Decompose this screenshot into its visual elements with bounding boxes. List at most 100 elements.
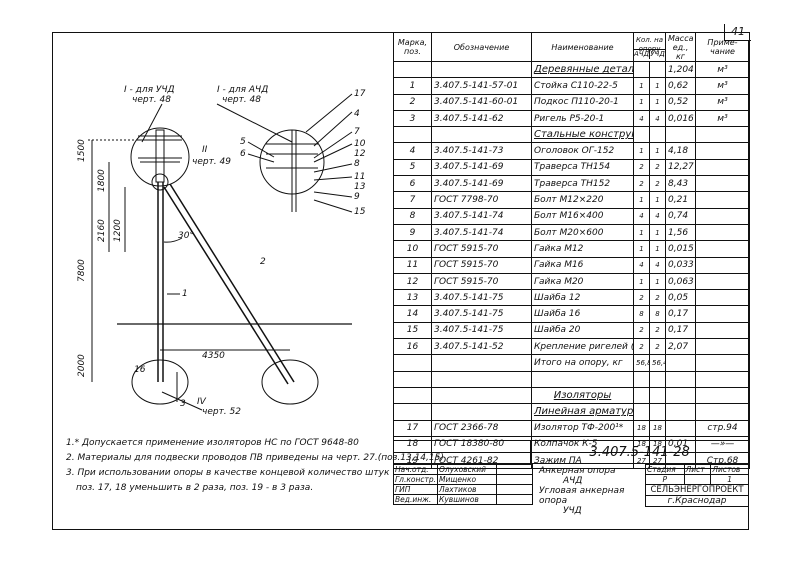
cell-code: 3.407.5-141-74 xyxy=(431,223,532,242)
cell-name: Шайба 16 xyxy=(531,305,634,323)
cell-mass xyxy=(665,403,696,421)
section-title: Линейная арматура xyxy=(531,403,634,421)
cell-name: Оголовок ОГ-152 xyxy=(531,142,634,160)
cell-mass xyxy=(665,386,696,405)
cell-code: 3.407.5-141-75 xyxy=(431,305,532,323)
header-note: Приме-чание xyxy=(695,32,750,62)
pos-13: 13 xyxy=(354,182,366,192)
pole-drawing: I - для УЧД черт. 48 I - для АЧД черт. 4… xyxy=(77,85,366,417)
title-line-3: Угловая анкерная опора xyxy=(539,486,625,506)
cell-qty-achd: 2 xyxy=(633,289,650,307)
cell-pos: 5 xyxy=(393,158,432,177)
cell-qty-uchd: 4 xyxy=(649,109,666,128)
sheets-value: 1 xyxy=(710,474,749,485)
cell-qty-achd: 2 xyxy=(633,175,650,193)
cell-mass: 1,204 xyxy=(665,60,696,79)
role-name: Олуховский xyxy=(437,464,498,475)
cell-pos: 17 xyxy=(393,419,432,437)
cell-mass: 0,74 xyxy=(665,207,696,225)
cell-qty-achd: 4 xyxy=(633,207,650,225)
role-title: ГИП xyxy=(392,484,439,495)
cell-note xyxy=(695,142,750,160)
cell-pos: 4 xyxy=(393,142,432,160)
title-line-4: УЧД xyxy=(563,506,582,516)
pos-8: 8 xyxy=(354,159,360,169)
doc-code: 3.407.5-141-28 xyxy=(530,440,749,464)
cell-mass: 0,62 xyxy=(665,77,696,95)
cell-qty-uchd: 1 xyxy=(649,223,666,242)
dim-1500: 1500 xyxy=(77,139,87,162)
cell-note: м³ xyxy=(695,60,750,79)
cell-qty-achd: 1 xyxy=(633,93,650,111)
cell-code: ГОСТ 5915-70 xyxy=(431,256,532,274)
cell-code: 3.407.5-141-75 xyxy=(431,321,532,340)
cell-note xyxy=(695,126,750,144)
cell-code: ГОСТ 7798-70 xyxy=(431,191,532,209)
cell-name: Болт М20×600 xyxy=(531,223,634,242)
cell-note xyxy=(695,354,750,372)
cell-code: 3.407.5-141-62 xyxy=(431,109,532,128)
title-line-1: Анкерная опора xyxy=(539,466,616,476)
cell-name: Шайба 20 xyxy=(531,321,634,340)
pos-3: 3 xyxy=(180,399,186,409)
pos-17: 17 xyxy=(354,89,366,99)
cell-pos: 14 xyxy=(393,305,432,323)
cell-code xyxy=(431,354,532,372)
cell-mass: 0,52 xyxy=(665,93,696,111)
dim-1800: 1800 xyxy=(97,169,107,192)
pos-11: 11 xyxy=(354,172,365,182)
cell-qty-uchd: 2 xyxy=(649,321,666,340)
pos-6: 6 xyxy=(240,149,246,159)
cell-qty-achd: 1 xyxy=(633,77,650,95)
pos-10: 10 xyxy=(354,139,366,149)
cell-note xyxy=(695,289,750,307)
cell-qty-uchd: 4 xyxy=(649,207,666,225)
role-row: Гл.констр.Мищенко xyxy=(392,474,533,485)
cell-qty-achd: 2 xyxy=(633,321,650,340)
role-name: Мищенко xyxy=(437,474,498,485)
note-1: 1.* Допускается применение изоляторов НС… xyxy=(66,438,359,448)
cell-pos: 15 xyxy=(393,321,432,340)
cell-note xyxy=(695,338,750,356)
view-label-achd: I - для АЧД xyxy=(217,85,268,95)
cell-pos: 8 xyxy=(393,207,432,225)
cell-qty-achd: 1 xyxy=(633,142,650,160)
cell-code: ГОСТ 2366-78 xyxy=(431,419,532,437)
dim-7800: 7800 xyxy=(77,259,87,282)
cell-qty-uchd: 1 xyxy=(649,142,666,160)
cell-note: стр.94 xyxy=(695,419,750,437)
cell-pos: 3 xyxy=(393,109,432,128)
role-title: Нач.отд. xyxy=(392,464,439,475)
cell-qty-uchd: 1 xyxy=(649,272,666,291)
cell-qty-uchd: 1 xyxy=(649,191,666,209)
cell-code: 3.407.5-141-69 xyxy=(431,175,532,193)
pos-16-left: 16 xyxy=(134,365,146,375)
cell-note xyxy=(695,321,750,340)
cell-pos: 13 xyxy=(393,289,432,307)
cell-note xyxy=(695,403,750,421)
cell-note: м³ xyxy=(695,109,750,128)
note-3: 3. При использовании опоры в качестве ко… xyxy=(66,468,390,478)
stage-label: Стадия xyxy=(645,464,685,475)
cell-qty-uchd: 1 xyxy=(649,77,666,95)
cell-code: 3.407.5-141-57-01 xyxy=(431,77,532,95)
cell-pos: 16 xyxy=(393,338,432,356)
cell-code: ГОСТ 5915-70 xyxy=(431,240,532,258)
cell-code: 3.407.5-141-52 xyxy=(431,338,532,356)
cell-name: Гайка М16 xyxy=(531,256,634,274)
cell-mass: 1,56 xyxy=(665,223,696,242)
cell-pos: 10 xyxy=(393,240,432,258)
view-ref-achd: черт. 48 xyxy=(222,95,261,105)
note-4: поз. 17, 18 уменьшить в 2 раза, поз. 19 … xyxy=(76,483,314,493)
cell-name: Стойка С110-22-5 xyxy=(531,77,634,95)
